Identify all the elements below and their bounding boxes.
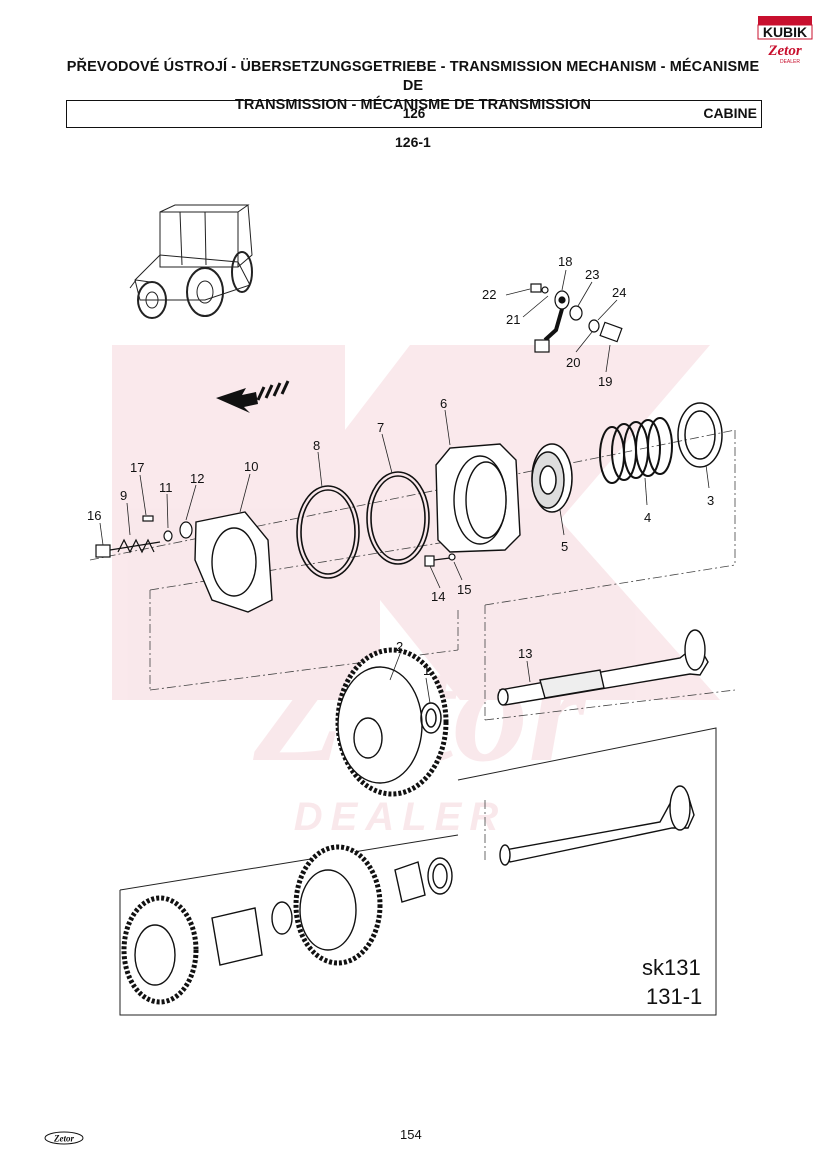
part-label-5: 5 xyxy=(561,539,568,554)
kubik-zetor-logo: KUBIK Zetor DEALER xyxy=(757,16,813,65)
part-label-14: 14 xyxy=(431,589,445,604)
part-label-23: 23 xyxy=(585,267,599,282)
subsection-number: 126-1 xyxy=(395,134,431,150)
part-6-housing xyxy=(435,443,521,553)
part-label-6: 6 xyxy=(440,396,447,411)
assembly-frame xyxy=(119,727,717,1016)
cab-label: CABINE xyxy=(703,105,757,121)
tractor-illustration xyxy=(129,204,253,319)
part-label-4: 4 xyxy=(644,510,651,525)
bottom-assembly-parts xyxy=(121,785,695,1005)
part-3-shim xyxy=(677,402,723,468)
part-2-gear xyxy=(335,647,449,797)
title-line-1: PŘEVODOVÉ ÚSTROJÍ - ÜBERSETZUNGSGETRIEBE… xyxy=(66,59,760,94)
part-9-12-spring-and-bolt xyxy=(95,515,193,558)
part-10-gasket xyxy=(194,511,273,613)
bolt-fitting-assembly xyxy=(530,283,623,353)
page-title: PŘEVODOVÉ ÚSTROJÍ - ÜBERSETZUNGSGETRIEBE… xyxy=(60,58,766,115)
svg-text:Zetor: Zetor xyxy=(53,1134,74,1144)
part-1-washer xyxy=(420,702,442,734)
title-line-2: TRANSMISSION - MÉCANISME DE TRANSMISSION xyxy=(234,97,592,113)
page-number: 154 xyxy=(400,1127,422,1142)
section-header-box: 126 CABINE xyxy=(66,100,762,128)
part-label-3: 3 xyxy=(707,493,714,508)
reference-code: sk131 xyxy=(642,955,701,980)
part-label-1: 1 xyxy=(423,663,430,678)
direction-arrow xyxy=(216,380,290,413)
part-label-15: 15 xyxy=(457,582,471,597)
part-label-16: 16 xyxy=(87,508,101,523)
part-label-21: 21 xyxy=(506,312,520,327)
svg-text:DEALER: DEALER xyxy=(780,59,800,65)
part-label-11: 11 xyxy=(159,480,173,495)
part-label-22: 22 xyxy=(482,287,496,302)
svg-text:DEALER: DEALER xyxy=(294,795,506,839)
zetor-footer-logo: Zetor xyxy=(44,1131,84,1145)
part-label-13: 13 xyxy=(518,646,532,661)
part-labels: 1 2 3 4 5 6 7 8 9 10 11 12 13 14 15 16 1… xyxy=(87,254,714,678)
part-label-7: 7 xyxy=(377,420,384,435)
reference-subcode: 131-1 xyxy=(646,984,702,1009)
part-7-ring xyxy=(366,471,430,565)
part-label-9: 9 xyxy=(120,488,127,503)
section-number: 126 xyxy=(402,106,426,121)
part-label-2: 2 xyxy=(396,639,403,654)
svg-text:KUBIK: KUBIK xyxy=(763,24,807,40)
part-14-15-bolt xyxy=(424,553,456,567)
part-label-8: 8 xyxy=(313,438,320,453)
part-label-20: 20 xyxy=(566,355,580,370)
part-5-hub xyxy=(531,443,573,513)
leader-lines xyxy=(99,269,710,704)
part-label-18: 18 xyxy=(558,254,572,269)
part-4-spring xyxy=(599,417,673,484)
part-label-10: 10 xyxy=(244,459,258,474)
part-13-shaft xyxy=(497,629,709,706)
part-8-ring xyxy=(296,485,360,579)
part-label-24: 24 xyxy=(612,285,626,300)
svg-text:Zetor: Zetor xyxy=(767,43,801,59)
part-label-19: 19 xyxy=(598,374,612,389)
part-label-12: 12 xyxy=(190,471,204,486)
part-label-17: 17 xyxy=(130,460,144,475)
